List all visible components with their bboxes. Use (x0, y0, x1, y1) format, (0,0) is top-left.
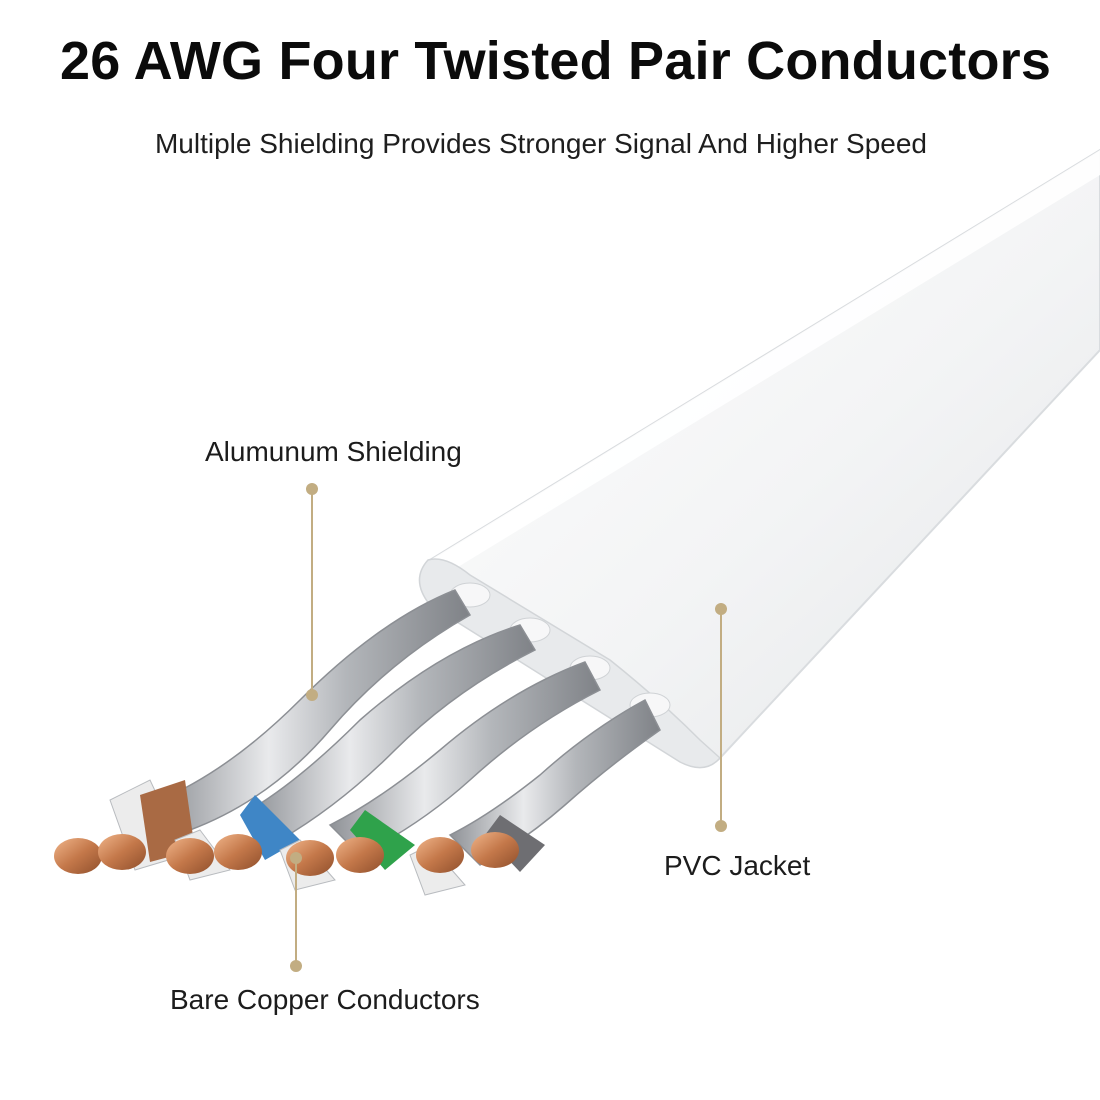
twisted-pair-2 (166, 624, 537, 881)
twisted-pair-4 (409, 698, 661, 896)
callout-dot (290, 960, 302, 972)
callout-dot (306, 483, 318, 495)
copper-tip (471, 832, 519, 868)
copper-tip (166, 838, 214, 874)
pvc-jacket (418, 148, 1100, 769)
callout-bare-copper (290, 852, 302, 972)
copper-tip (54, 838, 102, 874)
callout-dot (715, 603, 727, 615)
label-aluminum-shielding: Alumunum Shielding (205, 436, 462, 467)
twisted-pair-1 (54, 589, 472, 874)
copper-tip (214, 834, 262, 870)
copper-tip (286, 840, 334, 876)
headline: 26 AWG Four Twisted Pair Conductors (60, 31, 1052, 91)
callout-aluminum-shielding (306, 483, 318, 701)
callout-dot (290, 852, 302, 864)
twisted-pair-3 (279, 661, 602, 891)
label-bare-copper-conductors: Bare Copper Conductors (170, 984, 480, 1015)
callout-dot (306, 689, 318, 701)
callout-pvc-jacket (715, 603, 727, 832)
copper-tip (336, 837, 384, 873)
subheadline: Multiple Shielding Provides Stronger Sig… (154, 128, 928, 159)
label-pvc-jacket: PVC Jacket (664, 850, 811, 881)
copper-tip (416, 837, 464, 873)
copper-tip (98, 834, 146, 870)
callout-dot (715, 820, 727, 832)
